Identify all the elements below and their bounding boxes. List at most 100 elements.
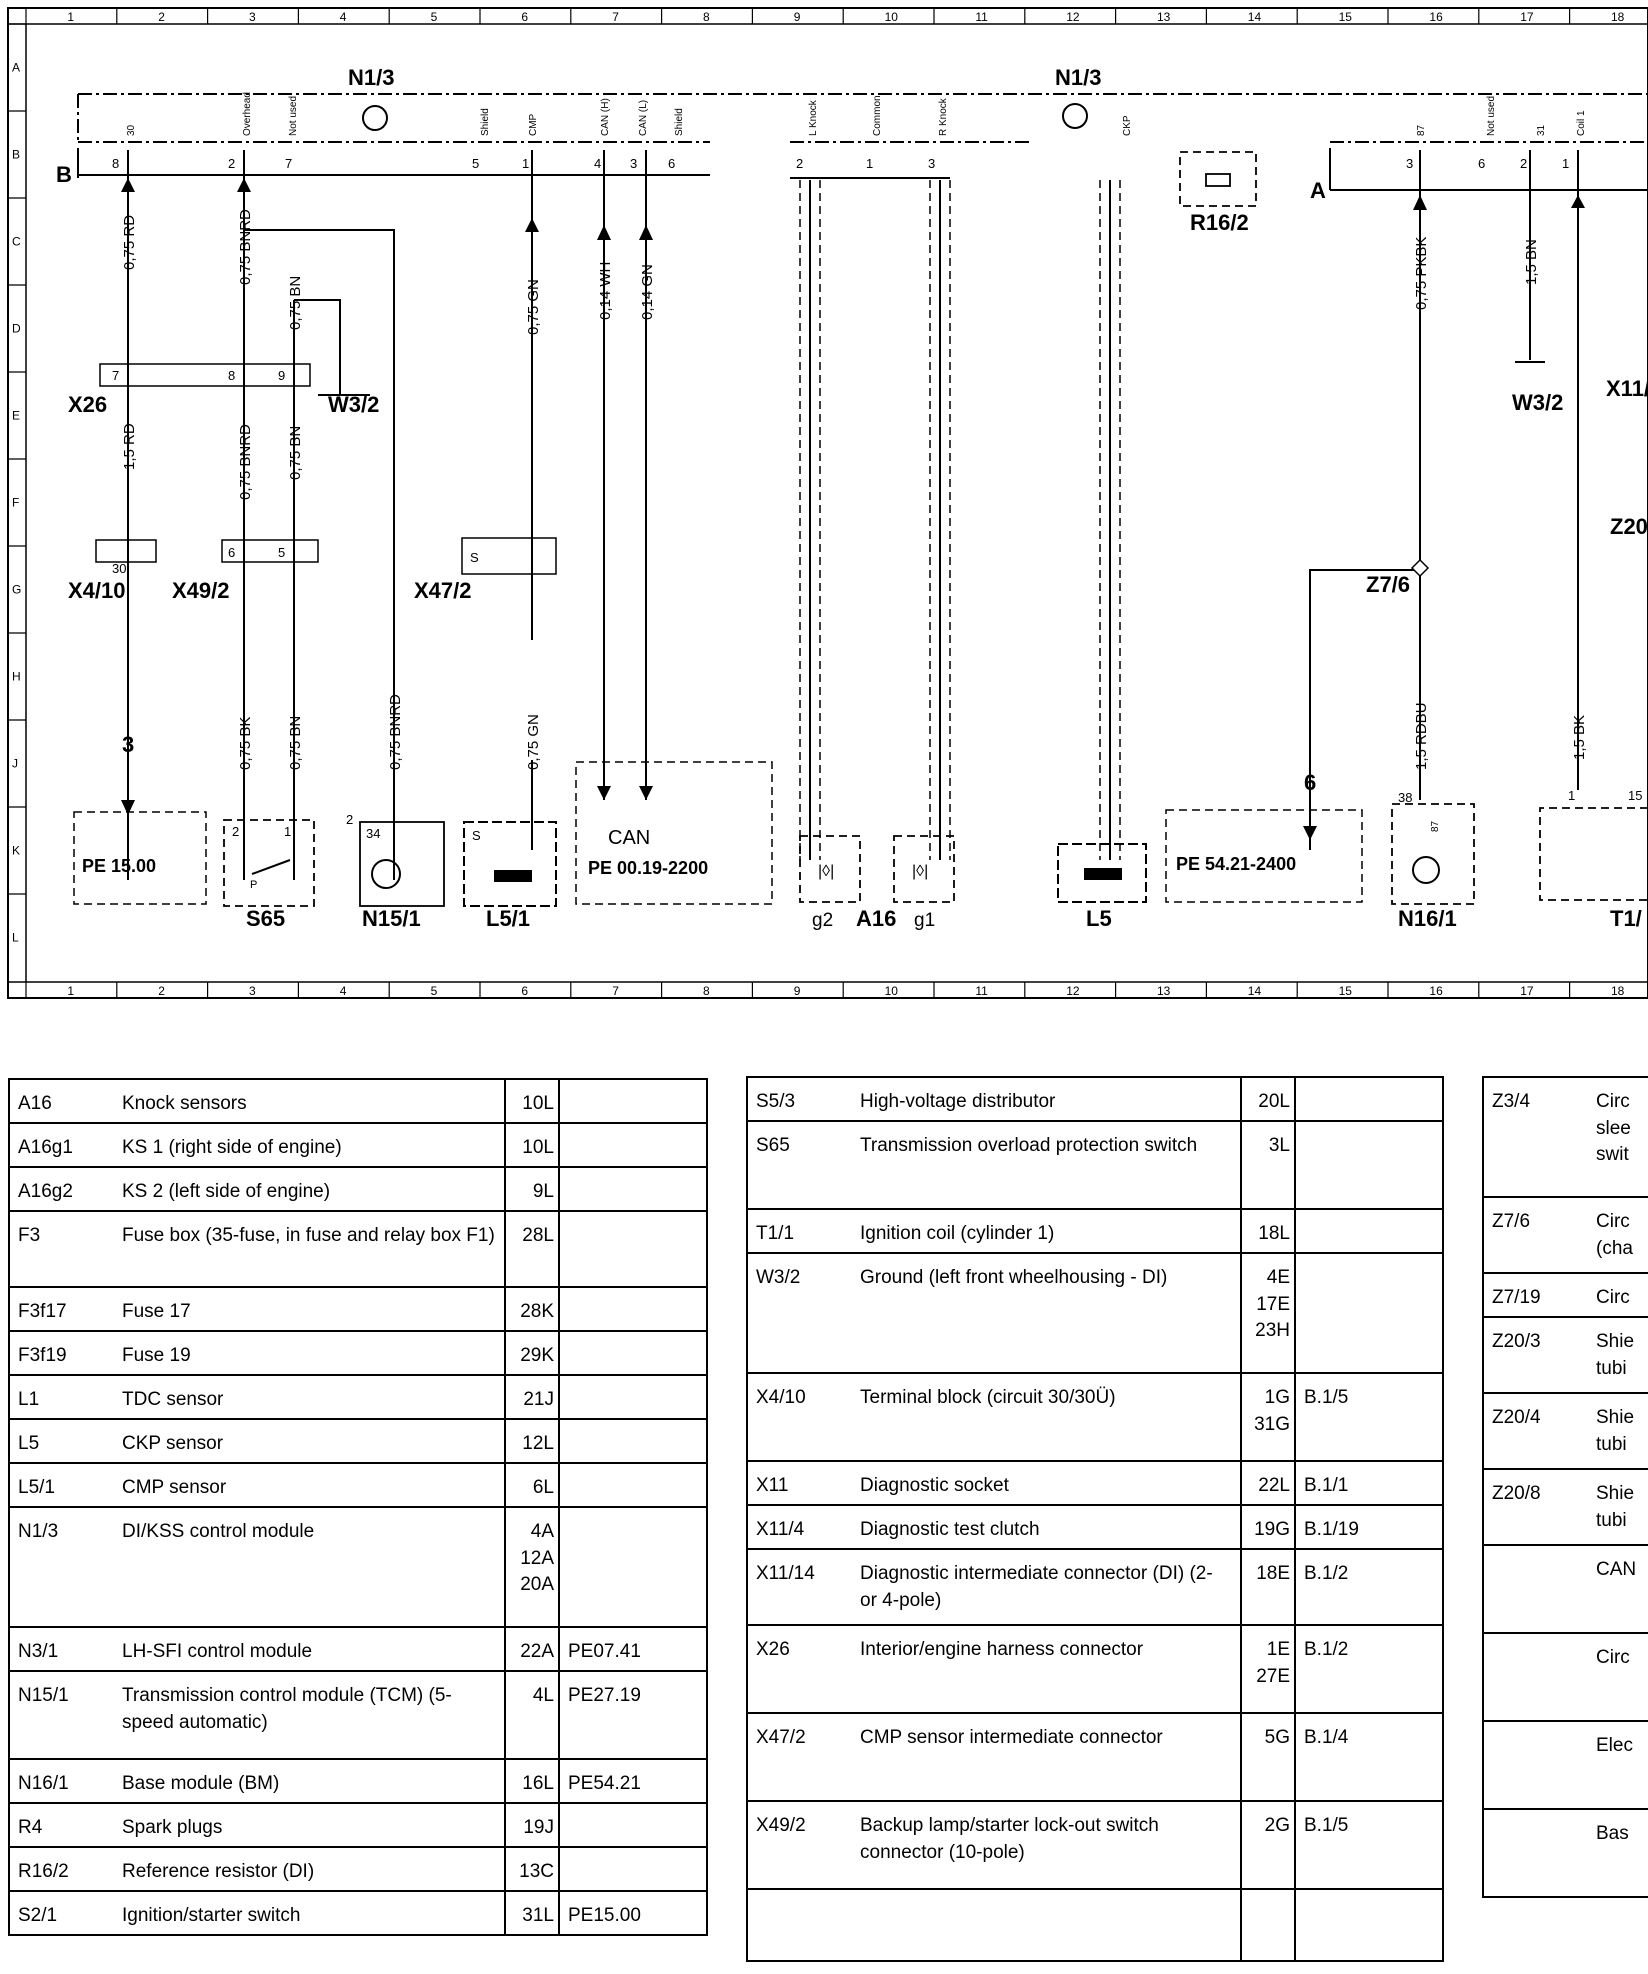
legend-ref bbox=[1294, 1076, 1444, 1122]
legend-desc: Diagnostic socket bbox=[852, 1460, 1242, 1506]
r162-box bbox=[1179, 151, 1257, 207]
line-b-marker: B bbox=[56, 162, 72, 187]
legend-desc: Circ bbox=[1588, 1272, 1648, 1318]
column-number: 7 bbox=[612, 10, 619, 24]
n161-label: N16/1 bbox=[1398, 906, 1457, 931]
legend-row: CAN bbox=[1482, 1544, 1648, 1634]
wire-label: 0,75 BN bbox=[287, 276, 304, 330]
legend-ref bbox=[558, 1506, 708, 1628]
legend-code: X26 bbox=[746, 1624, 852, 1714]
legend-desc: Circ slee swit bbox=[1588, 1076, 1648, 1198]
row-letter: H bbox=[12, 670, 21, 684]
legend-desc: CMP sensor intermediate connector bbox=[852, 1712, 1242, 1802]
wire-label: 0,75 GN bbox=[525, 714, 542, 770]
resistor-icon bbox=[1205, 173, 1231, 187]
header-can-h: CAN (H) bbox=[600, 98, 611, 136]
legend-desc: LH-SFI control module bbox=[114, 1626, 506, 1672]
pe1500-box bbox=[73, 811, 207, 905]
l51-label: L5/1 bbox=[486, 906, 530, 931]
pe5421-box bbox=[1165, 809, 1363, 903]
column-number: 14 bbox=[1248, 10, 1262, 24]
pin-label: 7 bbox=[112, 368, 119, 383]
pin-label: 5 bbox=[278, 545, 285, 560]
pin-label: 2 bbox=[1520, 156, 1527, 171]
ref-number-3: 3 bbox=[122, 732, 134, 757]
a16g1-box bbox=[893, 835, 955, 903]
legend-code: F3f19 bbox=[8, 1330, 114, 1376]
x492-label: X49/2 bbox=[172, 578, 230, 603]
column-number: 16 bbox=[1429, 984, 1443, 998]
legend-ref bbox=[558, 1462, 708, 1508]
column-number: 18 bbox=[1611, 984, 1625, 998]
column-number: 12 bbox=[1066, 984, 1080, 998]
legend-loc: 22L bbox=[1240, 1460, 1296, 1506]
legend-desc: TDC sensor bbox=[114, 1374, 506, 1420]
pin-label: S bbox=[470, 550, 479, 565]
legend-loc: 22A bbox=[504, 1626, 560, 1672]
pin-label: 3 bbox=[630, 156, 637, 171]
wire-label: 1,5 RD bbox=[121, 423, 138, 470]
legend-ref bbox=[558, 1330, 708, 1376]
header-shield-2: Shield bbox=[674, 108, 685, 136]
wire-label: 1,5 RDBU bbox=[1413, 702, 1430, 770]
legend-ref: B.1/4 bbox=[1294, 1712, 1444, 1802]
pin-label: 38 bbox=[1398, 790, 1412, 805]
legend-ref bbox=[558, 1374, 708, 1420]
legend-ref: B.1/5 bbox=[1294, 1372, 1444, 1462]
wire-label: 0,75 BK bbox=[237, 717, 254, 770]
wire-label: 1,5 BN bbox=[1523, 239, 1540, 285]
n151-label: N15/1 bbox=[362, 906, 421, 931]
x26-label: X26 bbox=[68, 392, 107, 417]
ref-number-6: 6 bbox=[1304, 770, 1316, 795]
z20-partial-label: Z20 bbox=[1610, 514, 1648, 539]
legend-loc: 19G bbox=[1240, 1504, 1296, 1550]
legend-ref: PE15.00 bbox=[558, 1890, 708, 1936]
column-number: 17 bbox=[1520, 10, 1534, 24]
x26-connector bbox=[99, 363, 311, 387]
legend-code: R4 bbox=[8, 1802, 114, 1848]
legend-ref bbox=[558, 1078, 708, 1124]
legend-loc: 4E 17E 23H bbox=[1240, 1252, 1296, 1374]
legend-code: F3f17 bbox=[8, 1286, 114, 1332]
x410-connector bbox=[95, 539, 157, 563]
shield-lines bbox=[799, 180, 1121, 860]
legend-code: Z3/4 bbox=[1482, 1076, 1588, 1198]
row-letter: A bbox=[12, 61, 20, 75]
legend-ref bbox=[558, 1210, 708, 1288]
x410-label: X4/10 bbox=[68, 578, 126, 603]
knock-sensor-icon: |◊| bbox=[912, 863, 928, 880]
pin-label: 6 bbox=[668, 156, 675, 171]
column-number: 13 bbox=[1157, 10, 1171, 24]
pin-label: 15 bbox=[1628, 788, 1642, 803]
transistor-icon bbox=[371, 859, 401, 889]
legend-desc: Fuse box (35-fuse, in fuse and relay box… bbox=[114, 1210, 506, 1288]
header-shield: Shield bbox=[480, 108, 491, 136]
legend-code: A16g2 bbox=[8, 1166, 114, 1212]
wire-label: 0,75 BNRD bbox=[237, 424, 254, 500]
g1-label: g1 bbox=[914, 910, 935, 931]
legend-loc: 31L bbox=[504, 1890, 560, 1936]
header-87: 87 bbox=[1416, 124, 1427, 136]
legend-loc: 28L bbox=[504, 1210, 560, 1288]
legend-ref: B.1/1 bbox=[1294, 1460, 1444, 1506]
pin-label: 1 bbox=[522, 156, 529, 171]
legend-row: Circ bbox=[1482, 1632, 1648, 1722]
legend-desc bbox=[852, 1888, 1242, 1962]
legend-code: Z20/3 bbox=[1482, 1316, 1588, 1394]
legend-ref: B.1/2 bbox=[1294, 1548, 1444, 1626]
legend-code: Z20/8 bbox=[1482, 1468, 1588, 1546]
legend-desc: Ignition/starter switch bbox=[114, 1890, 506, 1936]
legend-code: Z7/19 bbox=[1482, 1272, 1588, 1318]
legend-code: R16/2 bbox=[8, 1846, 114, 1892]
